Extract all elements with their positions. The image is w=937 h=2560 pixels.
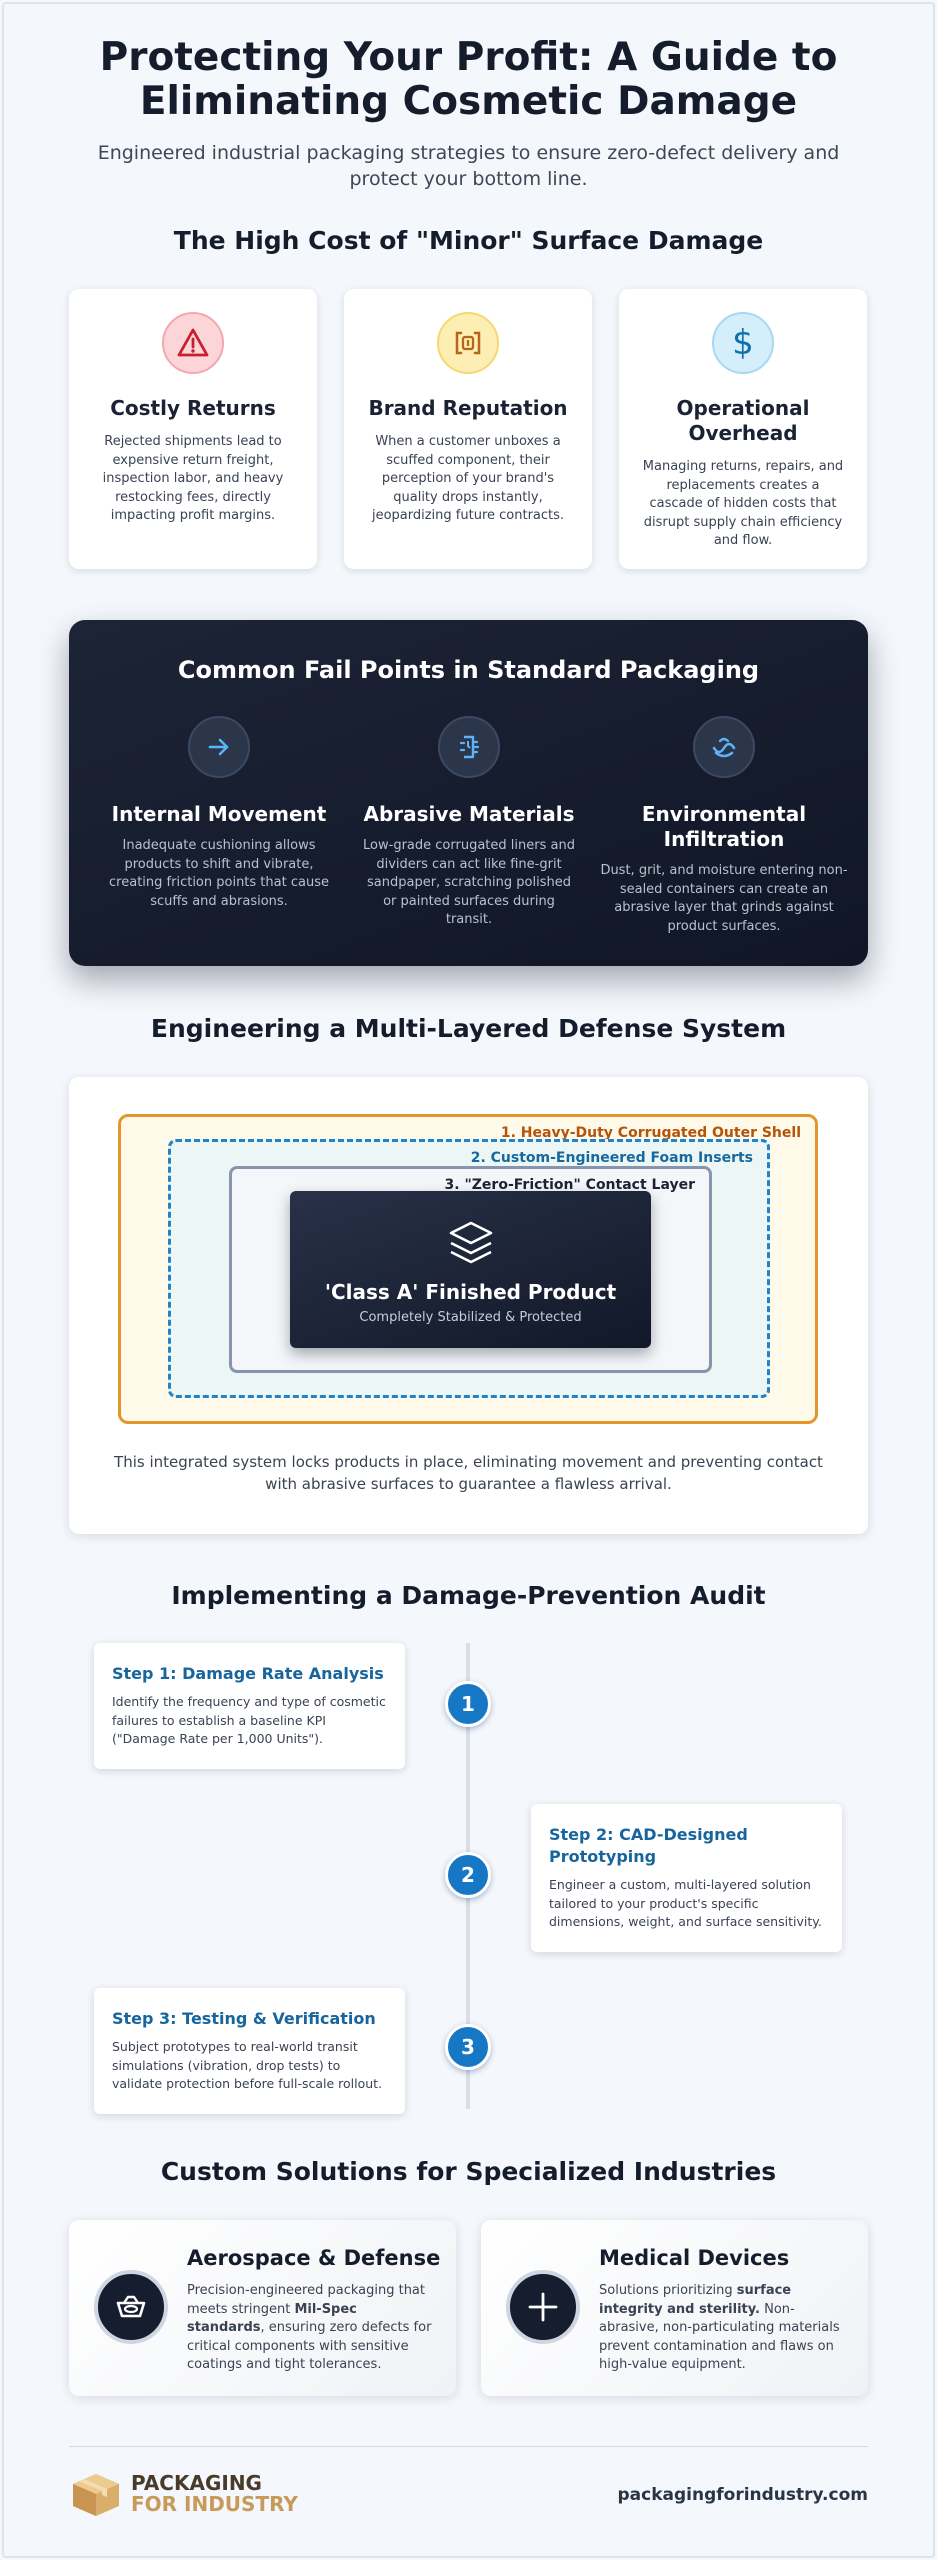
fail-item-text: Low-grade corrugated liners and dividers…	[363, 838, 575, 927]
industry-section-title: Custom Solutions for Specialized Industr…	[160, 2157, 777, 2186]
step-number-3: 3	[445, 2024, 491, 2070]
cost-card-returns: Costly Returns Rejected shipments lead t…	[69, 289, 317, 569]
industry-title: Medical Devices	[599, 2246, 790, 2270]
fail-item-title: Internal Movement	[111, 802, 327, 826]
cost-card-title: Brand Reputation	[368, 396, 568, 420]
contact-layer: 3. "Zero-Friction" Contact Layer 'Class …	[229, 1166, 712, 1373]
fail-item-text: Inadequate cushioning allows products to…	[109, 838, 329, 909]
cost-card-overhead: $ Operational Overhead Managing returns,…	[619, 289, 867, 569]
warning-icon	[162, 312, 224, 374]
product-subtitle: Completely Stabilized & Protected	[359, 1310, 582, 1325]
outer-shell-layer: 1. Heavy-Duty Corrugated Outer Shell 2. …	[118, 1114, 818, 1424]
layers-icon	[290, 1219, 651, 1271]
abrasive-icon	[438, 716, 500, 778]
step-card-1: Step 1: Damage Rate Analysis Identify th…	[94, 1643, 405, 1769]
cost-card-text: Managing returns, repairs, and replaceme…	[642, 459, 844, 548]
medical-cross-icon	[506, 2270, 580, 2344]
company-logo[interactable]: PACKAGING FOR INDUSTRY	[69, 2470, 298, 2518]
step-number-1: 1	[445, 1681, 491, 1727]
footer-divider	[69, 2446, 868, 2447]
fail-points-panel: Common Fail Points in Standard Packaging…	[69, 620, 868, 966]
fail-item-environmental: Environmental Infiltration Dust, grit, a…	[599, 716, 849, 936]
fail-item-text: Dust, grit, and moisture entering non-se…	[600, 863, 848, 934]
industry-card-aerospace: Aerospace & Defense Precision-engineered…	[69, 2220, 456, 2396]
industry-title: Aerospace & Defense	[187, 2246, 441, 2270]
step-text: Engineer a custom, multi-layered solutio…	[549, 1877, 822, 1929]
header: Protecting Your Profit: A Guide to Elimi…	[0, 36, 937, 192]
industry-card-medical: Medical Devices Solutions prioritizing s…	[481, 2220, 868, 2396]
logo-line-2: FOR INDUSTRY	[131, 2492, 298, 2516]
step-text: Subject prototypes to real-world transit…	[112, 2039, 383, 2091]
fail-section-title: Common Fail Points in Standard Packaging	[177, 656, 760, 684]
foam-insert-label: 2. Custom-Engineered Foam Inserts	[470, 1150, 753, 1166]
step-title: Step 3: Testing & Verification	[112, 2009, 376, 2028]
finished-product-box: 'Class A' Finished Product Completely St…	[290, 1191, 651, 1348]
step-number-2: 2	[445, 1852, 491, 1898]
step-title: Step 2: CAD-Designed Prototyping	[549, 1825, 748, 1866]
audit-section-title: Implementing a Damage-Prevention Audit	[171, 1581, 766, 1610]
aircraft-icon	[94, 2270, 168, 2344]
cost-section-title: The High Cost of "Minor" Surface Damage	[173, 226, 764, 255]
dollar-icon: $	[712, 312, 774, 374]
defense-section-title: Engineering a Multi-Layered Defense Syst…	[150, 1014, 787, 1043]
logo-line-1: PACKAGING	[131, 2471, 262, 2495]
step-title: Step 1: Damage Rate Analysis	[112, 1664, 384, 1683]
foam-insert-layer: 2. Custom-Engineered Foam Inserts 3. "Ze…	[168, 1139, 770, 1398]
industry-text: Solutions prioritizing surface integrity…	[599, 2283, 840, 2372]
brand-icon	[437, 312, 499, 374]
step-card-3: Step 3: Testing & Verification Subject p…	[94, 1988, 405, 2114]
cost-card-title: Costly Returns	[110, 396, 276, 420]
fail-item-movement: Internal Movement Inadequate cushioning …	[109, 716, 329, 911]
fail-item-abrasive: Abrasive Materials Low-grade corrugated …	[359, 716, 579, 930]
arrow-right-icon	[188, 716, 250, 778]
cost-card-text: Rejected shipments lead to expensive ret…	[102, 434, 284, 523]
page-subtitle: Engineered industrial packaging strategi…	[97, 142, 840, 190]
defense-caption: This integrated system locks products in…	[114, 1453, 823, 1493]
cost-card-brand: Brand Reputation When a customer unboxes…	[344, 289, 592, 569]
footer-url-link[interactable]: packagingforindustry.com	[617, 2485, 868, 2505]
fail-item-title: Environmental Infiltration	[641, 802, 807, 851]
industry-text: Precision-engineered packaging that meet…	[187, 2283, 432, 2372]
cost-card-text: When a customer unboxes a scuffed compon…	[371, 434, 565, 523]
fail-item-title: Abrasive Materials	[363, 802, 575, 826]
page-title: Protecting Your Profit: A Guide to Elimi…	[99, 35, 838, 124]
contact-layer-label: 3. "Zero-Friction" Contact Layer	[444, 1177, 695, 1193]
water-icon	[693, 716, 755, 778]
step-card-2: Step 2: CAD-Designed Prototyping Enginee…	[531, 1804, 842, 1952]
cost-card-title: Operational Overhead	[676, 396, 810, 445]
defense-diagram-card: 1. Heavy-Duty Corrugated Outer Shell 2. …	[69, 1077, 868, 1534]
product-title: 'Class A' Finished Product	[324, 1280, 617, 1304]
outer-shell-label: 1. Heavy-Duty Corrugated Outer Shell	[500, 1125, 801, 1141]
step-text: Identify the frequency and type of cosme…	[112, 1694, 386, 1746]
box-logo-icon	[73, 2474, 119, 2516]
